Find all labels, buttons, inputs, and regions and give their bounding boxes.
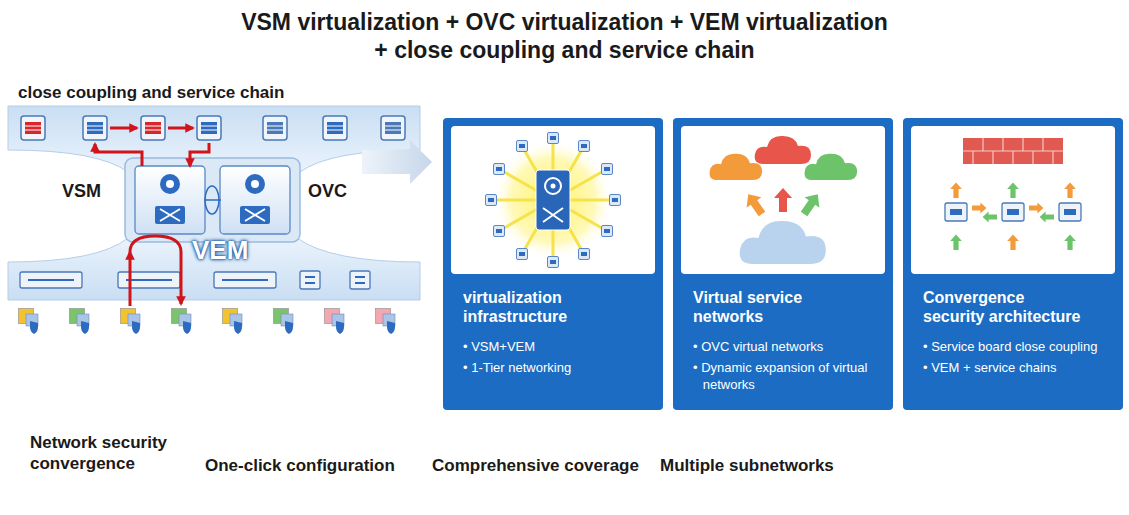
panel-heading: Convergence security architecture [923, 288, 1085, 326]
section-label: close coupling and service chain [18, 82, 284, 103]
feature-label: Multiple subnetworks [660, 455, 834, 476]
feature-panel: Virtual service networks • OVC virtual ne… [673, 118, 893, 410]
title: VSM virtualization + OVC virtualization … [238, 8, 891, 64]
feature-label: Network security convergence [30, 432, 180, 475]
panel-heading: Virtual service networks [693, 288, 855, 326]
feature-label: One-click configuration [205, 455, 395, 476]
panel-heading: virtualization infrastructure [463, 288, 625, 326]
panel-bullet: • VSM+VEM [463, 338, 663, 356]
panel-bullet: • Service board close coupling [923, 338, 1123, 356]
feature-panel: Convergence security architecture • Servi… [903, 118, 1123, 410]
panel-bullet: • 1-Tier networking [463, 359, 663, 377]
panel-bullet: • OVC virtual networks [693, 338, 893, 356]
panel-bullet: • Dynamic expansion of virtual networks [693, 359, 893, 394]
component-label: OVC [308, 180, 347, 203]
component-label: VEM [192, 234, 248, 267]
component-label: VSM [62, 180, 101, 203]
feature-panel: virtualization infrastructure • VSM+VEM • … [443, 118, 663, 410]
panel-bullet: • VEM + service chains [923, 359, 1123, 377]
feature-label: Comprehensive coverage [432, 455, 639, 476]
